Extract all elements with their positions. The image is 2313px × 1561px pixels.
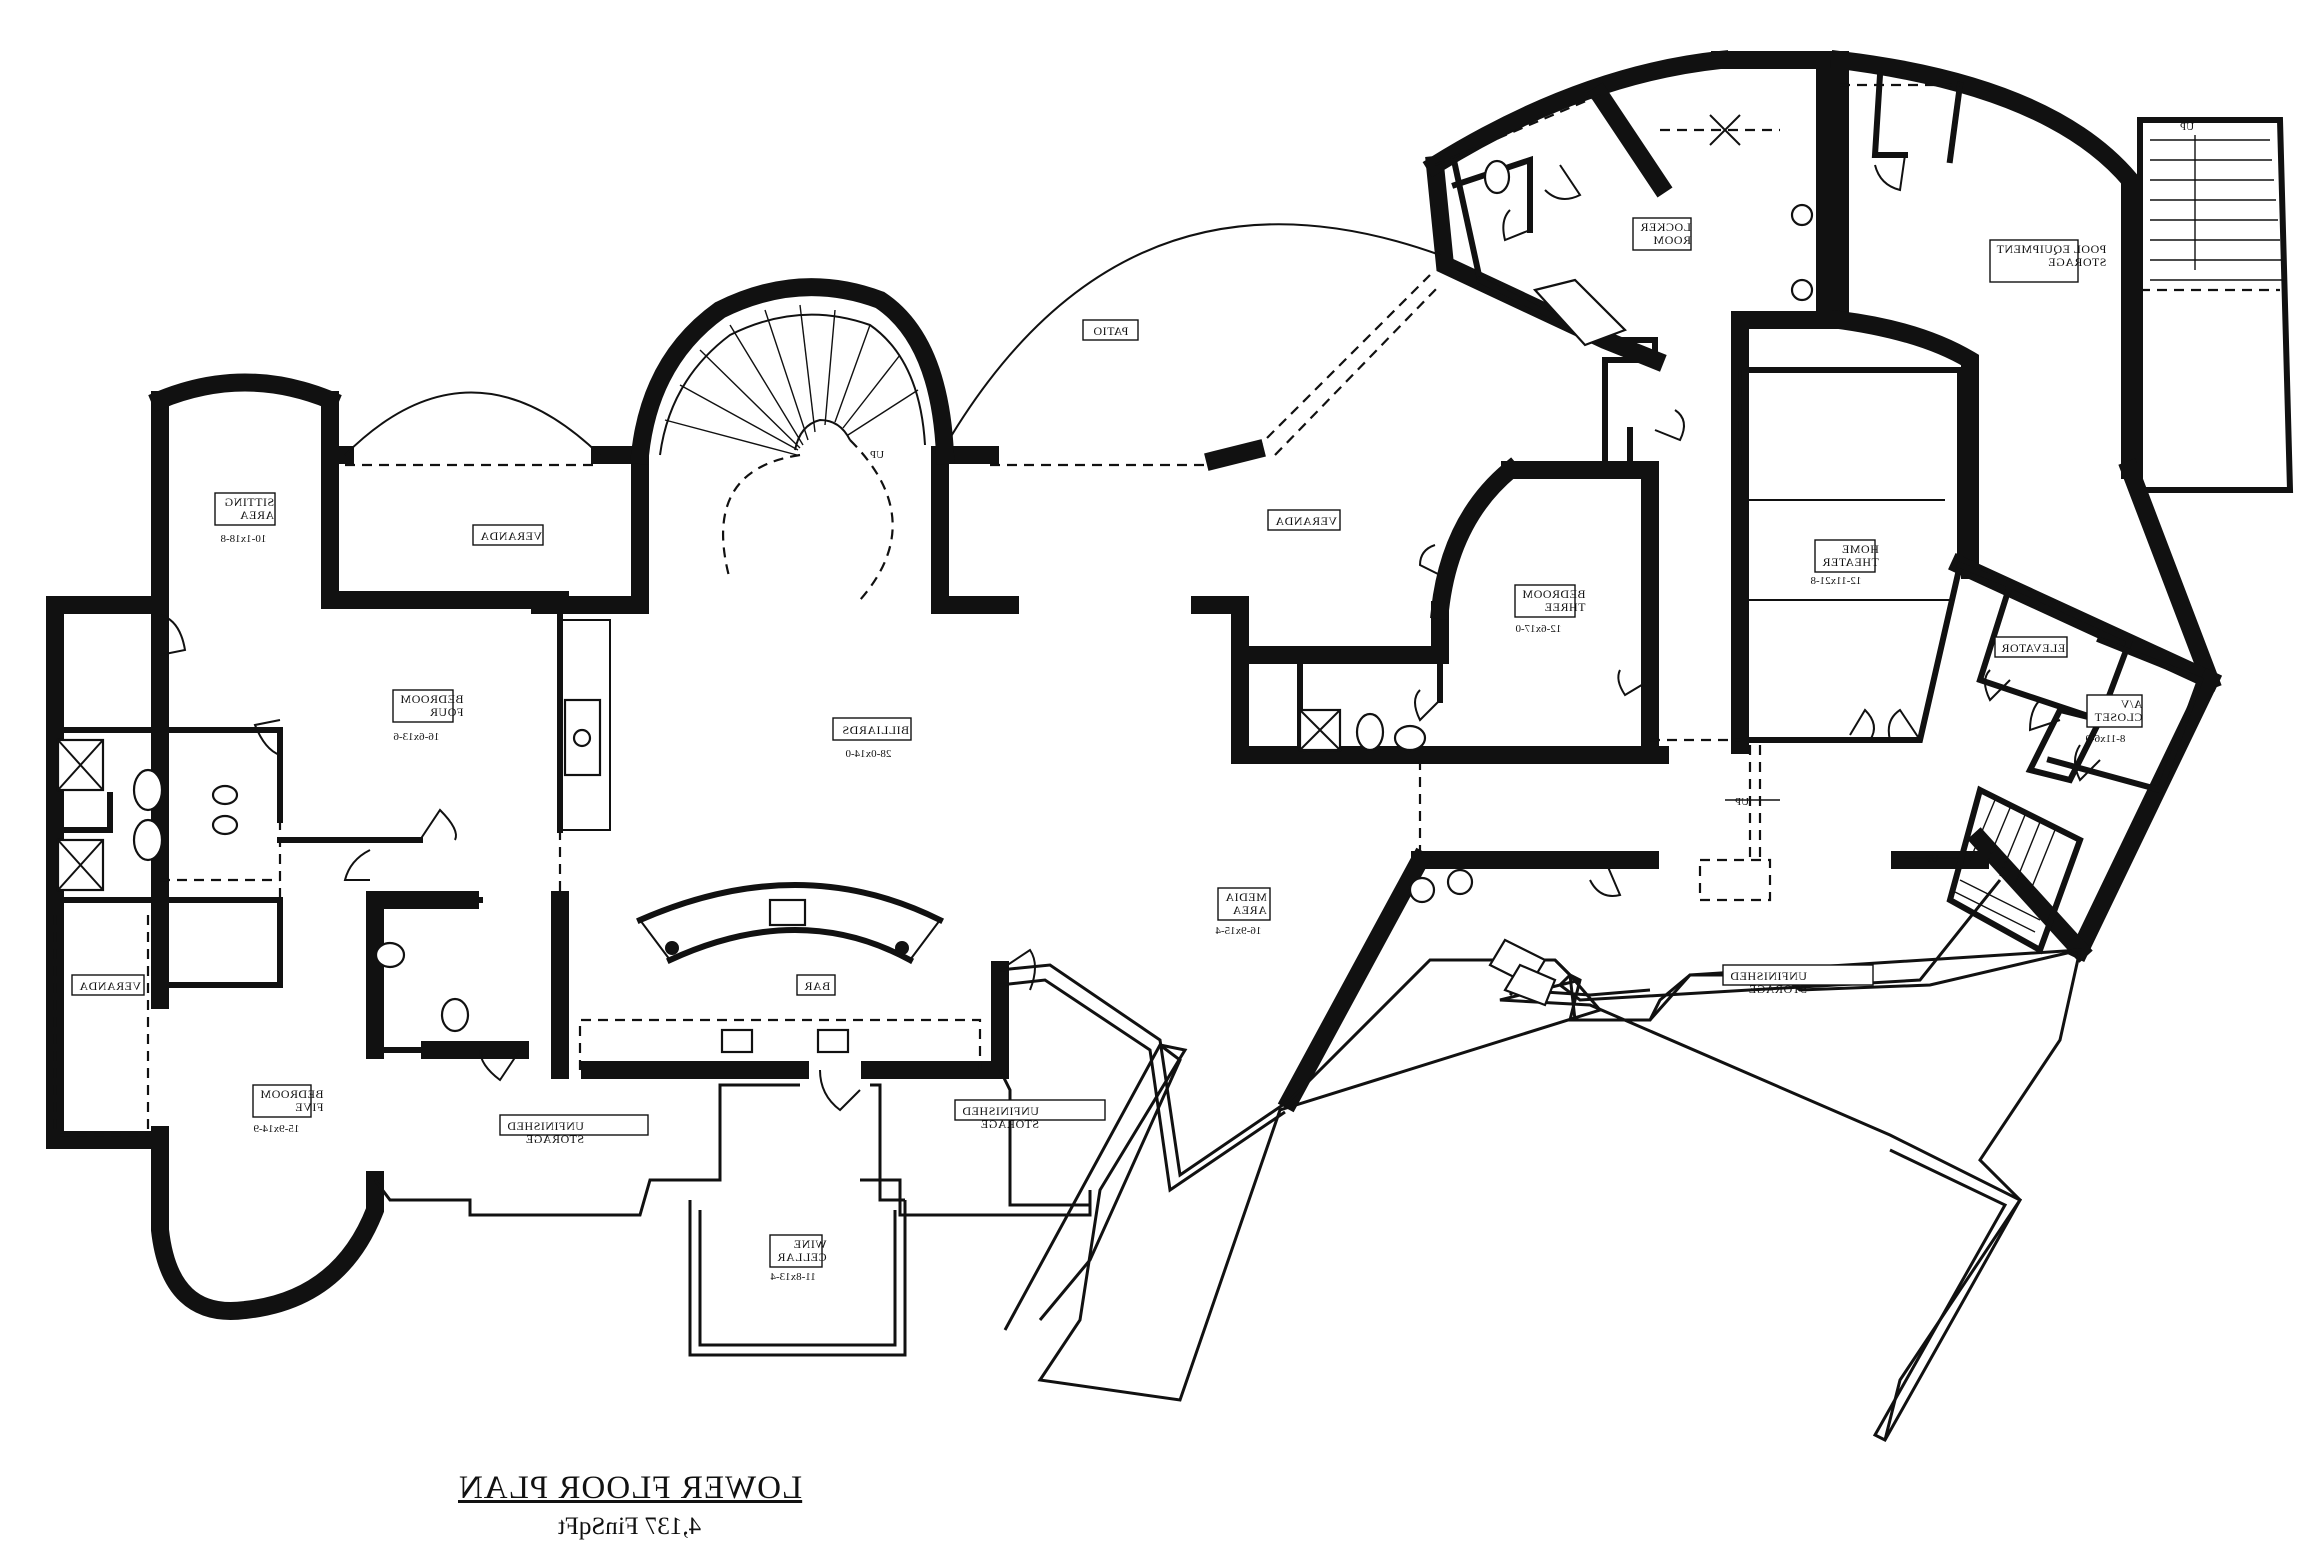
- label-veranda-top-left: VERANDA: [472, 524, 544, 546]
- svg-text:15-9x14-9: 15-9x14-9: [253, 1123, 299, 1135]
- door-swings: [159, 154, 2101, 1112]
- svg-text:16-9x15-4: 16-9x15-4: [1215, 925, 1261, 937]
- up-label-pool-stair: UP: [2180, 121, 2194, 133]
- up-annotations: UP UP UP: [1725, 121, 2196, 865]
- up-label-center: UP: [1735, 796, 1749, 808]
- interior-partitions: [52, 71, 2294, 1053]
- svg-text:12-6x17-0: 12-6x17-0: [1515, 623, 1561, 635]
- stair-up-label: UP: [870, 449, 884, 461]
- svg-text:8-11x6-9: 8-11x6-9: [2085, 733, 2125, 745]
- svg-text:BILLIARDS: BILLIARDS: [842, 723, 909, 737]
- dashed-lines: [160, 83, 2280, 1070]
- label-veranda-center: VERANDA: [1267, 509, 1341, 531]
- label-veranda-left: VERANDA: [71, 974, 145, 996]
- stair-treads: [1954, 139, 2284, 933]
- title-block: LOWER FLOOR PLAN 4,137 FinSqFt: [420, 1470, 840, 1541]
- fixtures: [56, 114, 1814, 1054]
- svg-text:12-11x21-8: 12-11x21-8: [1810, 575, 1861, 587]
- foundation-outline: [373, 879, 2082, 1442]
- up-label-right-stair: UP: [1925, 853, 1939, 865]
- svg-text:VERANDA: VERANDA: [79, 979, 141, 993]
- svg-text:BAR: BAR: [804, 979, 830, 993]
- exterior-walls: [46, 49, 2223, 1320]
- svg-text:11-8x13-4: 11-8x13-4: [770, 1271, 816, 1283]
- svg-text:VERANDA: VERANDA: [1275, 514, 1337, 528]
- svg-text:PATIO: PATIO: [1093, 324, 1128, 338]
- svg-text:ELEVATOR: ELEVATOR: [2001, 641, 2065, 655]
- svg-text:VERANDA: VERANDA: [480, 529, 542, 543]
- svg-text:16-6x13-6: 16-6x13-6: [393, 731, 439, 743]
- label-elevator: ELEVATOR: [1994, 636, 2068, 658]
- label-billiards: BILLIARDS 28-0x14-0: [832, 717, 912, 760]
- svg-text:10-1x18-8: 10-1x18-8: [220, 533, 266, 545]
- plan-area: 4,137 FinSqFt: [558, 1513, 702, 1540]
- spiral-staircase: UP: [630, 278, 955, 601]
- veranda-patio-edges: [53, 223, 1441, 1137]
- plan-title: LOWER FLOOR PLAN: [457, 1470, 803, 1506]
- label-patio: PATIO: [1082, 319, 1139, 341]
- label-bar: BAR: [796, 974, 836, 996]
- svg-text:28-0x14-0: 28-0x14-0: [845, 748, 891, 760]
